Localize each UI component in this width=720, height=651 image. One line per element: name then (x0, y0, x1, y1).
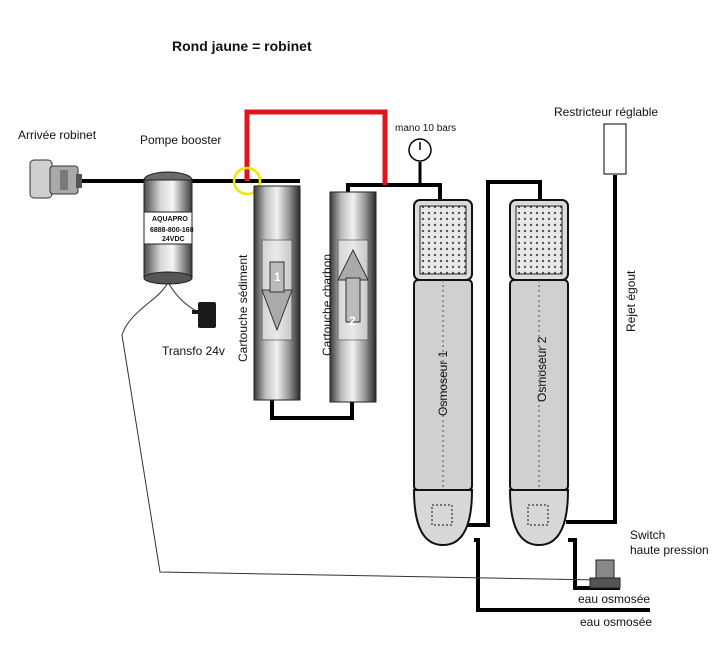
label-eau-osmosee-1: eau osmosée (578, 592, 651, 606)
label-arrivee-robinet: Arrivée robinet (18, 128, 97, 142)
label-pompe-booster: Pompe booster (140, 133, 222, 147)
electric-wire (121, 281, 601, 581)
label-osmoseur-1: Osmoseur 1 (436, 350, 450, 416)
red-pipe (244, 109, 388, 185)
cartridge-number-1: 1 (274, 270, 281, 284)
cartridge-sediment (253, 185, 301, 401)
cartridge-number-2: 2 (349, 314, 356, 328)
pipe-bottom-cartridges (270, 398, 354, 420)
restrictor (603, 123, 627, 175)
label-switch: Switch (630, 528, 666, 542)
pressure-switch (589, 559, 621, 589)
label-rejet-egout: Rejet égout (624, 270, 638, 332)
manometer (408, 138, 432, 162)
pipe-osmosed-water-2 (474, 538, 650, 612)
cartridge-charbon (329, 191, 377, 403)
label-haute-pression: haute pression (630, 543, 709, 557)
pipes (80, 162, 650, 612)
pump-voltage: 24VDC (162, 236, 185, 243)
label-osmoseur-2: Osmoseur 2 (535, 336, 549, 402)
osmoseur-1 (412, 199, 474, 547)
label-restricteur: Restricteur réglable (554, 105, 659, 119)
booster-pump (143, 171, 193, 285)
label-cartouche-charbon: Cartouche charbon (320, 253, 334, 356)
transformer (192, 302, 216, 328)
inlet-faucet (29, 159, 82, 199)
pipe-to-osmoseur1 (390, 183, 442, 205)
label-manometre: mano 10 bars (395, 123, 457, 134)
pipe-o1-to-o2 (468, 180, 542, 527)
osmoseur-2 (508, 199, 570, 547)
label-cartouche-sediment: Cartouche sédiment (236, 254, 250, 362)
label-transfo: Transfo 24v (162, 344, 225, 358)
pump-brand: AQUAPRO (152, 216, 188, 223)
pump-model: 6888-800-168 (150, 227, 194, 234)
transfo-wire (167, 281, 199, 313)
label-eau-osmosee-2: eau osmosée (580, 615, 653, 629)
pipe-o2-reject (566, 175, 617, 524)
valve-ring (232, 166, 262, 196)
diagram-title: Rond jaune = robinet (172, 38, 312, 54)
